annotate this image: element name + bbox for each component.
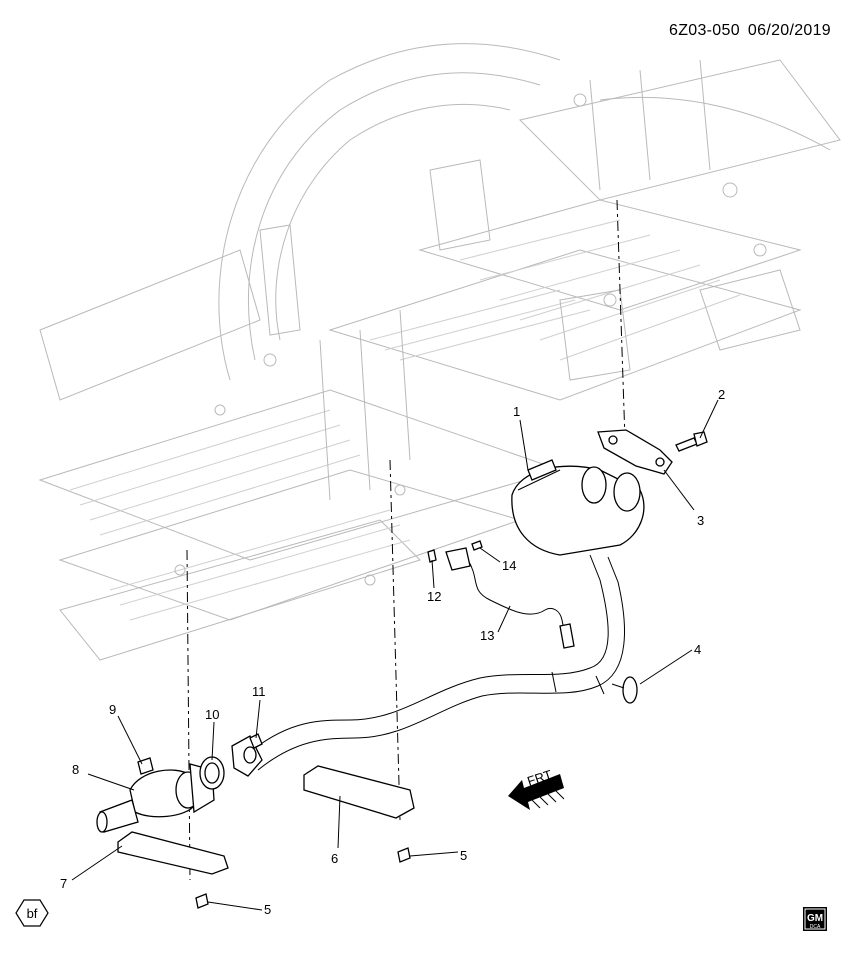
- front-arrow-label: FRT: [525, 767, 554, 789]
- diagram-date: 06/20/2019: [747, 22, 831, 39]
- gm-logo-text: GM: [807, 913, 823, 924]
- front-direction-arrow: FRT: [508, 767, 565, 810]
- leader-lines: [71, 399, 719, 911]
- catalytic-converter-8: [96, 763, 215, 833]
- bf-badge: bf: [15, 899, 49, 927]
- callout-11: 11: [252, 684, 266, 699]
- callout-13: 13: [480, 628, 494, 643]
- bolt-14: [471, 540, 483, 551]
- oxygen-sensor-13: [445, 547, 575, 649]
- gasket-10: [199, 756, 225, 790]
- callout-12: 12: [427, 589, 441, 604]
- callout-4: 4: [694, 642, 701, 657]
- diagram-header: 6Z03-050 06/20/2019: [661, 22, 831, 40]
- gm-logo-subtext: DCA: [810, 924, 821, 930]
- heat-shield-7: [117, 831, 229, 875]
- callout-5a: 5: [264, 902, 271, 917]
- hanger-insulator-4: [611, 676, 638, 704]
- vehicle-underbody: [38, 43, 841, 661]
- bolt-5b: [397, 847, 411, 863]
- diagram-code: 6Z03-050: [669, 22, 740, 39]
- callout-14: 14: [502, 558, 516, 573]
- callout-8: 8: [72, 762, 79, 777]
- alignment-lines: [186, 199, 626, 881]
- callout-2: 2: [718, 387, 725, 402]
- exhaust-parts: [96, 429, 708, 909]
- bolt-2: [675, 431, 708, 452]
- callout-7: 7: [60, 876, 67, 891]
- bolt-9: [137, 757, 154, 775]
- nut-11: [249, 733, 263, 749]
- bolt-5a: [195, 893, 209, 909]
- callout-5b: 5: [460, 848, 467, 863]
- callout-1: 1: [513, 404, 520, 419]
- callout-9: 9: [109, 702, 116, 717]
- muffler: [511, 459, 645, 556]
- gm-logo: GM DCA: [803, 907, 827, 931]
- muffler-bracket: [597, 429, 673, 475]
- callout-6: 6: [331, 851, 338, 866]
- nut-12: [427, 549, 437, 563]
- callout-10: 10: [205, 707, 219, 722]
- heat-shield-6: [303, 765, 415, 819]
- bf-badge-text: bf: [27, 906, 38, 921]
- callouts: 1 2 3 4 5 5 6 7 8 9 10 11 12 13 14: [60, 387, 725, 917]
- callout-3: 3: [697, 513, 704, 528]
